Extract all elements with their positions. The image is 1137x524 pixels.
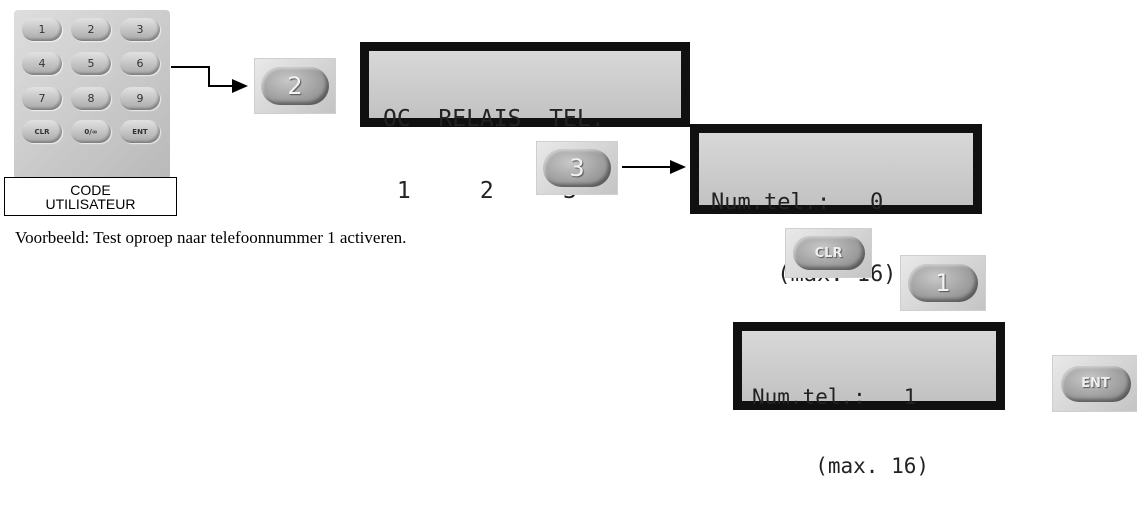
- button-1-frame: 1: [900, 255, 986, 311]
- button-ent[interactable]: ENT: [1060, 365, 1131, 402]
- key-3[interactable]: 3: [120, 18, 160, 41]
- button-clr[interactable]: CLR: [792, 236, 865, 270]
- button-1[interactable]: 1: [908, 264, 978, 302]
- key-0[interactable]: 0/∞: [71, 120, 111, 143]
- example-caption: Voorbeeld: Test oproep naar telefoonnumm…: [15, 228, 407, 247]
- keypad-caption-line1: CODE: [70, 181, 111, 198]
- button-2[interactable]: 2: [261, 67, 329, 105]
- key-8[interactable]: 8: [71, 87, 111, 110]
- lcd-menu-line1: OC RELAIS TEL.: [383, 106, 605, 132]
- key-2[interactable]: 2: [71, 18, 111, 41]
- button-3[interactable]: 3: [543, 149, 611, 187]
- lcd-tel-display-1: Num.tel.: 1 (max. 16): [733, 322, 1005, 478]
- key-6[interactable]: 6: [120, 52, 160, 75]
- keypad: 1 2 3 4 5 6 7 8 9 CLR 0/∞ ENT: [14, 10, 170, 180]
- arrow-segment: [171, 66, 209, 68]
- arrow-head-icon: [670, 160, 686, 174]
- key-4[interactable]: 4: [22, 52, 62, 75]
- lcd-menu-display: OC RELAIS TEL. 1 2 3: [360, 42, 690, 203]
- button-3-frame: 3: [536, 141, 618, 195]
- lcd-menu-screen: OC RELAIS TEL. 1 2 3: [369, 51, 681, 203]
- button-ent-frame: ENT: [1052, 355, 1137, 412]
- lcd-tel0-line1: Num.tel.: 0: [711, 190, 884, 215]
- lcd-menu-line2: 1 2 3: [383, 178, 577, 204]
- arrow-head-icon: [232, 79, 248, 93]
- keypad-caption-line2: UTILISATEUR: [45, 195, 136, 212]
- button-2-frame: 2: [254, 58, 336, 114]
- key-ent[interactable]: ENT: [120, 120, 160, 143]
- arrow-segment: [208, 66, 210, 86]
- key-1[interactable]: 1: [22, 18, 62, 41]
- arrow-segment: [622, 166, 674, 168]
- arrow-segment: [208, 85, 238, 87]
- lcd-tel-screen-1: Num.tel.: 1 (max. 16): [742, 331, 996, 478]
- key-5[interactable]: 5: [71, 52, 111, 75]
- lcd-tel-screen-0: Num.tel.: 0 (max. 16): [699, 133, 973, 287]
- key-clr[interactable]: CLR: [22, 120, 62, 143]
- keypad-caption: CODE UTILISATEUR: [4, 177, 177, 216]
- lcd-tel1-line1: Num.tel.: 1: [752, 385, 917, 409]
- lcd-tel-display-0: Num.tel.: 0 (max. 16): [690, 124, 982, 287]
- key-9[interactable]: 9: [120, 87, 160, 110]
- button-clr-frame: CLR: [785, 228, 872, 278]
- lcd-tel1-line2: (max. 16): [752, 454, 930, 478]
- key-7[interactable]: 7: [22, 87, 62, 110]
